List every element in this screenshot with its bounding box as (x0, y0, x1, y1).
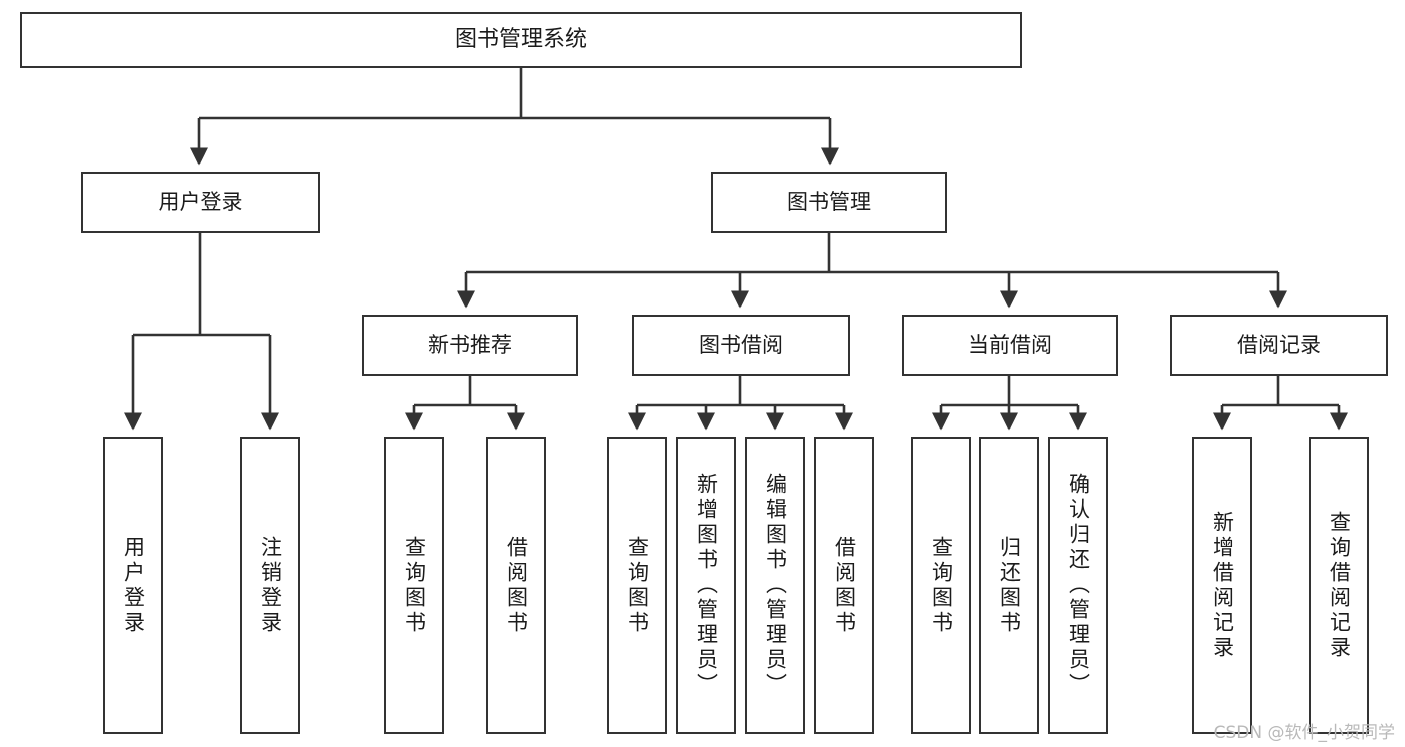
node-label: 编辑图书（管理员） (763, 473, 788, 698)
node-label: 当前借阅 (968, 333, 1052, 358)
node-leaf-add-borrow-record[interactable]: 新增借阅记录 (1192, 437, 1252, 734)
node-label: 查询借阅记录 (1327, 510, 1352, 661)
node-label: 新增借阅记录 (1210, 510, 1235, 661)
node-current-borrow[interactable]: 当前借阅 (902, 315, 1118, 376)
node-label: 用户登录 (158, 190, 243, 215)
node-leaf-add-book[interactable]: 新增图书（管理员） (676, 437, 736, 734)
node-label: 图书管理 (787, 190, 871, 215)
node-label: 查询图书 (402, 535, 427, 636)
node-leaf-query-borrow-record[interactable]: 查询借阅记录 (1309, 437, 1369, 734)
node-book-borrow[interactable]: 图书借阅 (632, 315, 850, 376)
csdn-watermark: CSDN @软件_小贺同学 (1213, 723, 1395, 743)
node-borrow-record[interactable]: 借阅记录 (1170, 315, 1388, 376)
node-label: 借阅图书 (504, 535, 529, 636)
node-leaf-logout-login[interactable]: 注销登录 (240, 437, 300, 734)
node-user-login[interactable]: 用户登录 (81, 172, 320, 233)
node-label: 借阅记录 (1237, 333, 1321, 358)
node-leaf-user-login[interactable]: 用户登录 (103, 437, 163, 734)
node-leaf-query-book-current[interactable]: 查询图书 (911, 437, 971, 734)
node-label: 查询图书 (625, 535, 650, 636)
node-new-book-recommend[interactable]: 新书推荐 (362, 315, 578, 376)
node-label: 注销登录 (258, 535, 283, 636)
node-label: 新增图书（管理员） (694, 473, 719, 698)
node-leaf-borrow-book[interactable]: 借阅图书 (814, 437, 874, 734)
node-label: 查询图书 (929, 535, 954, 636)
node-leaf-query-book-borrow[interactable]: 查询图书 (607, 437, 667, 734)
node-label: 图书借阅 (699, 333, 783, 358)
node-label: 借阅图书 (832, 535, 857, 636)
node-book-management[interactable]: 图书管理 (711, 172, 947, 233)
node-leaf-query-book-recommend[interactable]: 查询图书 (384, 437, 444, 734)
node-label: 归还图书 (997, 535, 1022, 636)
node-leaf-confirm-return[interactable]: 确认归还（管理员） (1048, 437, 1108, 734)
node-label: 用户登录 (121, 535, 146, 636)
node-leaf-borrow-book-recommend[interactable]: 借阅图书 (486, 437, 546, 734)
node-root-book-management-system[interactable]: 图书管理系统 (20, 12, 1022, 68)
node-label: 图书管理系统 (454, 27, 587, 53)
node-leaf-return-book[interactable]: 归还图书 (979, 437, 1039, 734)
node-label: 确认归还（管理员） (1066, 473, 1091, 698)
node-leaf-edit-book[interactable]: 编辑图书（管理员） (745, 437, 805, 734)
node-label: 新书推荐 (428, 333, 512, 358)
